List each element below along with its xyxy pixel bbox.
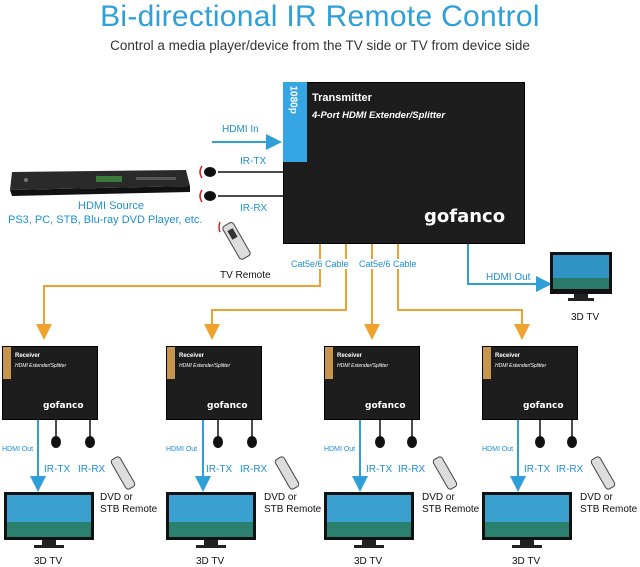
page-title: Bi-directional IR Remote Control [100,0,540,33]
ir-rx-label: IR-RX [556,464,584,475]
ir-rx-label: IR-RX [240,464,268,475]
tv-label: 3D TV [34,556,63,567]
page-subtitle: Control a media player/device from the T… [110,38,530,53]
tv-label: 3D TV [354,556,383,567]
receivers-row: Receiver HDMI Extender/Splitter gofanco … [0,344,640,567]
receiver-logo: gofanco [207,401,248,411]
tv-icon [4,492,94,548]
transmitter-logo: gofanco [424,206,506,227]
ir-tx-label: IR-TX [524,464,551,475]
ir-sensors-icon [51,436,95,448]
receiver-title: Receiver [495,353,521,359]
ir-tx-label: IR-TX [366,464,393,475]
remote-label-line2: STB Remote [100,504,158,515]
transmitter-subtitle: 4-Port HDMI Extender/Splitter [312,110,446,121]
transmitter-title: Transmitter [312,92,372,104]
bluray-player-icon [10,170,190,196]
cable-label: Cat5e/6 Cable [290,259,350,269]
remote-icon [110,456,136,490]
receiver-subtitle: HDMI Extender/Splitter [15,363,67,369]
receiver-logo: gofanco [43,401,84,411]
ir-sensors-icon [535,436,577,448]
tv-icon [324,492,414,548]
receiver-device: Receiver HDMI Extender/Splitter gofanco [324,346,420,420]
remote-label-line1: DVD or [580,492,613,503]
cable-label: Cat5e/6 Cable [358,259,418,269]
ir-tx-label: IR-TX [240,156,267,167]
tv-remote-icon [218,221,251,260]
ir-rx-label: IR-RX [398,464,426,475]
receiver-device: Receiver HDMI Extender/Splitter gofanco [2,346,98,420]
remote-label-line1: DVD or [100,492,133,503]
resolution-badge: 1080p [283,82,307,162]
ir-rx-label: IR-RX [240,203,268,214]
receiver-logo: gofanco [523,401,564,411]
ir-sensors-icon [375,436,417,448]
receiver-logo: gofanco [365,401,406,411]
receiver-title: Receiver [337,353,363,359]
tv-label: 3D TV [196,556,225,567]
receiver-device: Receiver HDMI Extender/Splitter gofanco [482,346,578,420]
tv-icon [166,492,256,548]
remote-icon [590,456,616,490]
tv-label: 3D TV [571,312,600,323]
remote-icon [274,456,300,490]
receiver-device: Receiver HDMI Extender/Splitter gofanco [166,346,262,420]
remote-label-line1: DVD or [422,492,455,503]
receiver-subtitle: HDMI Extender/Splitter [337,363,389,369]
remote-label-line2: STB Remote [422,504,480,515]
ir-tx-label: IR-TX [44,464,71,475]
hdmi-out-label: HDMI Out [166,446,198,453]
ir-tx-label: IR-TX [206,464,233,475]
ir-rx-label: IR-RX [78,464,106,475]
transmitter-device [283,82,525,244]
hdmi-out-label: HDMI Out [324,446,356,453]
remote-icon [432,456,458,490]
remote-label-line2: STB Remote [580,504,638,515]
source-description: PS3, PC, STB, Blu-ray DVD Player, etc. [8,214,203,226]
tv-label: 3D TV [512,556,541,567]
remote-label-line2: STB Remote [264,504,322,515]
ir-sensors-icon [213,436,257,448]
remote-label-line1: DVD or [264,492,297,503]
receiver-subtitle: HDMI Extender/Splitter [179,363,231,369]
tv-icon [550,252,612,301]
hdmi-out-label: HDMI Out [486,272,531,283]
receiver-subtitle: HDMI Extender/Splitter [495,363,547,369]
receiver-title: Receiver [179,353,205,359]
ir-sensors-icon [199,165,216,203]
receiver-title: Receiver [15,353,41,359]
hdmi-in-label: HDMI In [222,124,259,135]
source-title: HDMI Source [78,200,145,212]
tv-remote-label: TV Remote [220,270,271,281]
tv-icon [482,492,572,548]
hdmi-out-label: HDMI Out [482,446,514,453]
hdmi-out-label: HDMI Out [2,446,34,453]
